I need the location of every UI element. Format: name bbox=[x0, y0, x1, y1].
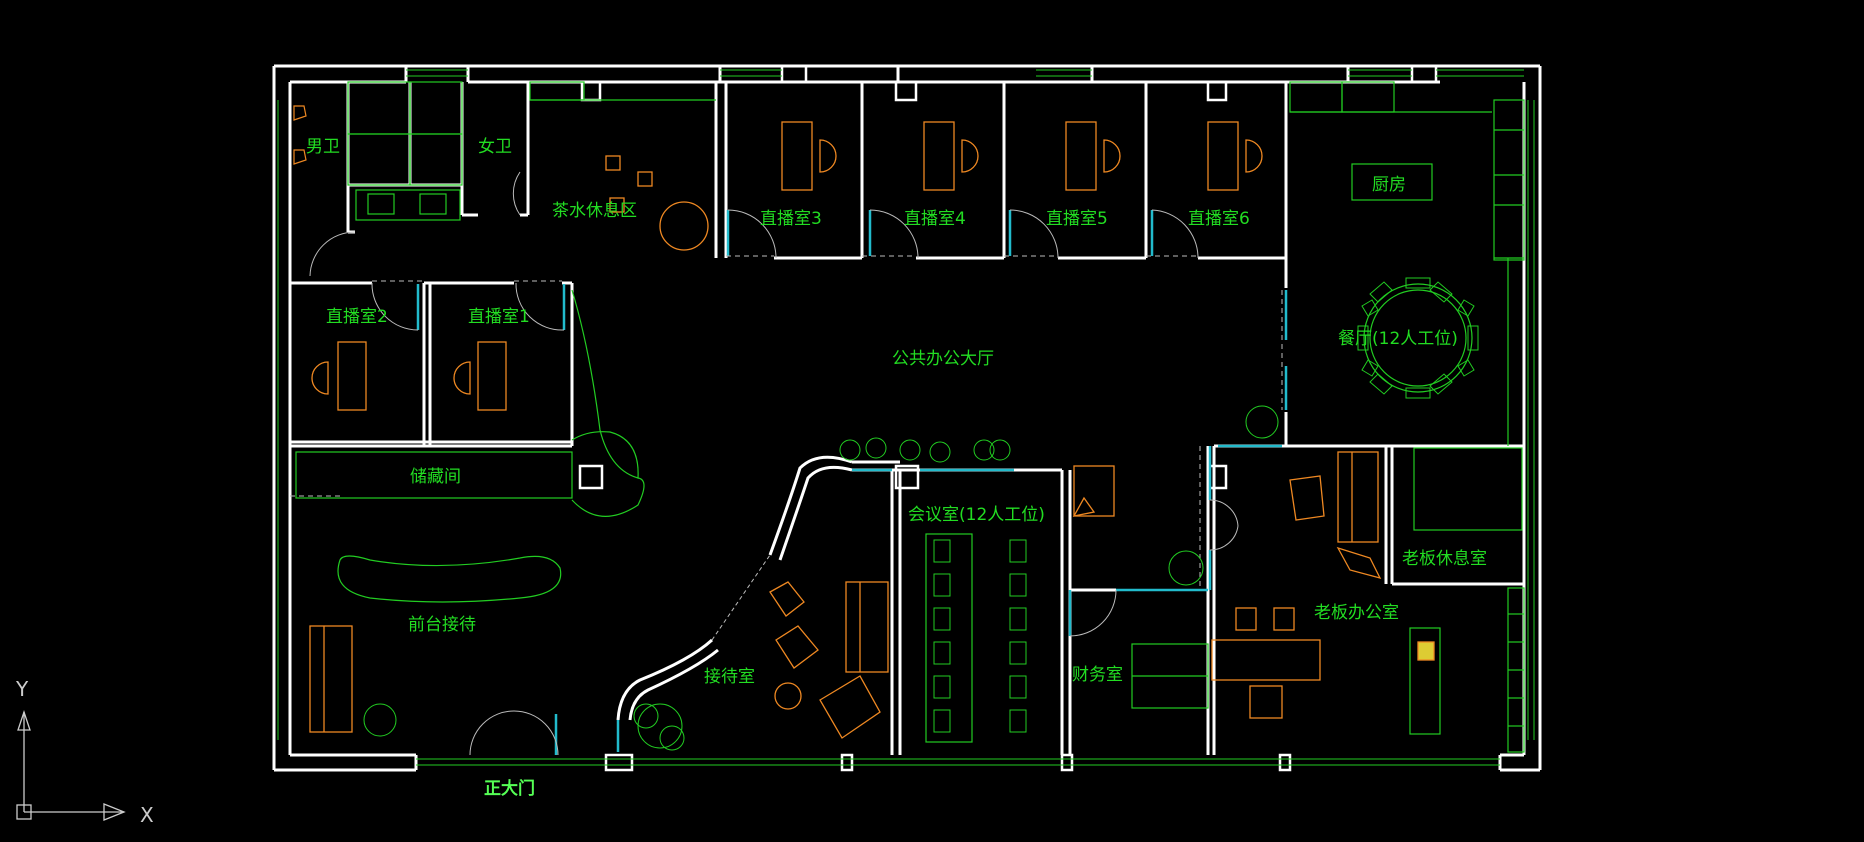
walls bbox=[272, 64, 1542, 772]
label-kitchen: 厨房 bbox=[1372, 175, 1406, 195]
label-guest-room: 接待室 bbox=[704, 667, 755, 687]
room-labels: 男卫 女卫 茶水休息区 直播室3 直播室4 直播室5 直播室6 厨房 餐厅(12… bbox=[306, 137, 1487, 799]
label-boss-rest: 老板休息室 bbox=[1402, 549, 1487, 569]
furniture bbox=[309, 121, 1435, 739]
label-storage: 储藏间 bbox=[410, 467, 461, 487]
label-hall: 公共办公大厅 bbox=[892, 349, 994, 369]
label-main-door: 正大门 bbox=[484, 778, 535, 799]
meeting-chairs bbox=[933, 539, 1027, 733]
label-tea-area: 茶水休息区 bbox=[552, 201, 637, 221]
label-reception: 前台接待 bbox=[408, 615, 476, 635]
columns bbox=[578, 64, 1438, 772]
label-studio-1: 直播室1 bbox=[468, 307, 530, 327]
plants bbox=[363, 405, 1279, 751]
label-studio-2: 直播室2 bbox=[326, 307, 388, 327]
label-boss-office: 老板办公室 bbox=[1314, 603, 1399, 623]
label-studio-4: 直播室4 bbox=[904, 209, 966, 229]
label-mens-wc: 男卫 bbox=[306, 137, 340, 157]
axis-y-label: Y bbox=[15, 677, 29, 701]
dashed-lines bbox=[290, 255, 1283, 590]
label-studio-5: 直播室5 bbox=[1046, 209, 1108, 229]
ucs-axis-icon bbox=[16, 709, 126, 821]
label-womens-wc: 女卫 bbox=[478, 137, 512, 157]
label-finance: 财务室 bbox=[1072, 665, 1123, 685]
axis-x-label: X bbox=[140, 803, 154, 827]
fixtures bbox=[293, 81, 1525, 753]
label-meeting: 会议室(12人工位) bbox=[908, 505, 1045, 525]
windows bbox=[277, 69, 1535, 766]
label-dining: 餐厅(12人工位) bbox=[1338, 329, 1458, 349]
label-studio-6: 直播室6 bbox=[1188, 209, 1250, 229]
glass-partitions bbox=[416, 210, 1288, 755]
label-studio-3: 直播室3 bbox=[760, 209, 822, 229]
doors bbox=[309, 171, 1239, 756]
dining-chairs bbox=[1357, 277, 1479, 399]
